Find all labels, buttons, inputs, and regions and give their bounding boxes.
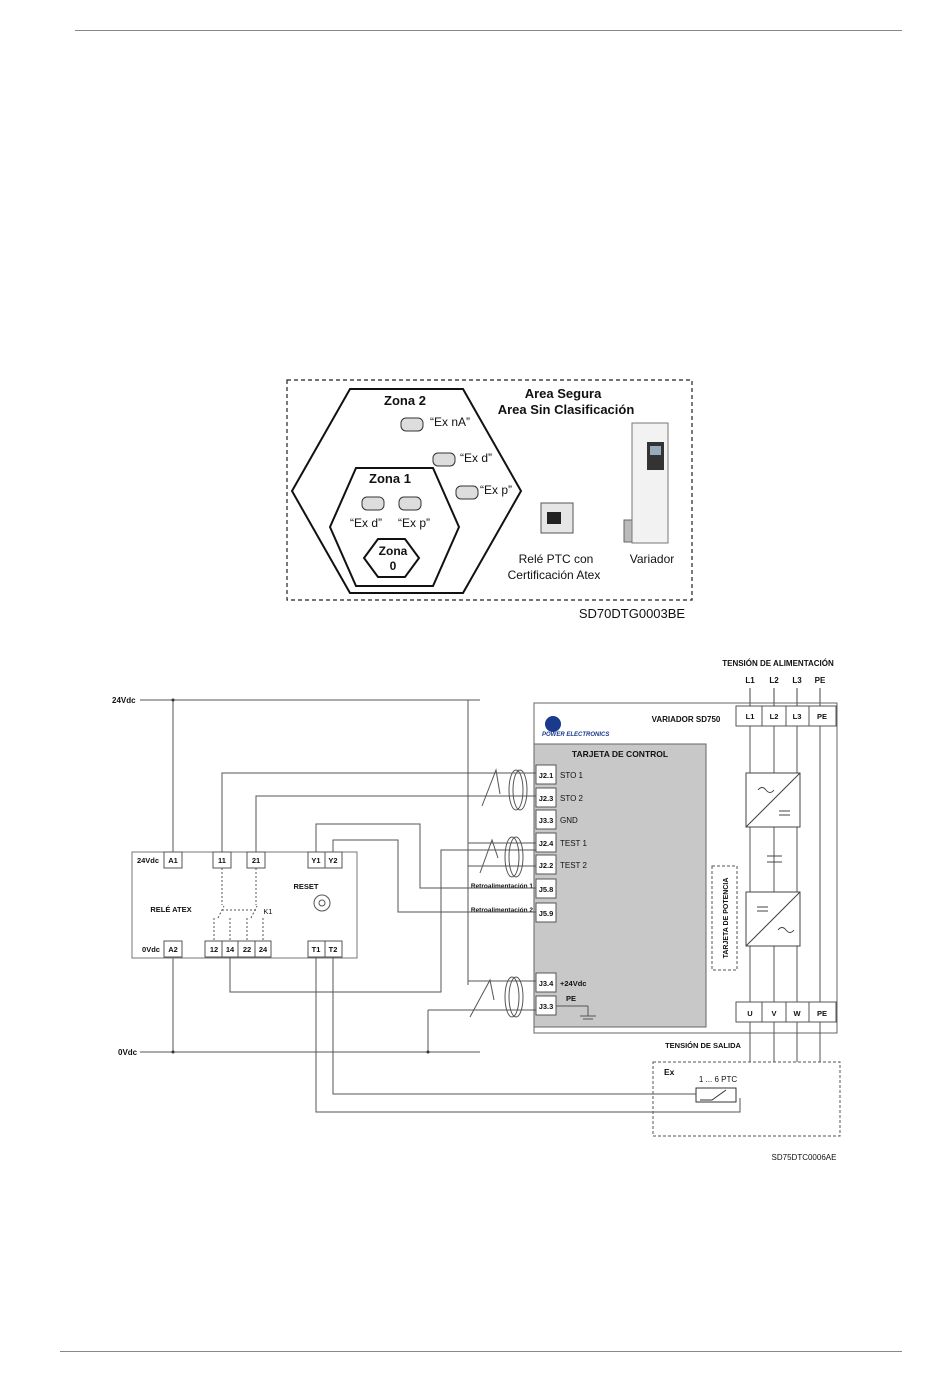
relay-terminal-t1: T1	[312, 945, 321, 954]
relay-terminal-21: 21	[252, 856, 260, 865]
ex-motor-box	[652, 1061, 841, 1137]
relay-k1-label: K1	[263, 907, 272, 916]
zone2-hexagon	[290, 388, 523, 594]
output-terminal-u: U	[747, 1009, 752, 1018]
supply-title: TENSIÓN DE ALIMENTACIÓN	[722, 659, 834, 668]
relay-terminal-a1: A1	[168, 856, 178, 865]
terminal-j3-3-pe: J3.3	[539, 1002, 554, 1011]
zones-figure: Area Segura Area Sin Clasificación Zona …	[286, 379, 693, 621]
output-terminal-v: V	[771, 1009, 776, 1018]
shield-ring-test	[504, 836, 520, 878]
zone2-label: Zona 2	[384, 393, 426, 408]
ptc-relay-icon	[540, 502, 574, 534]
control-card-title: TARJETA DE CONTROL	[572, 749, 668, 759]
terminal-label-gnd: GND	[560, 816, 578, 825]
drive-input-l3: L3	[793, 712, 802, 721]
terminal-j5-8: J5.8	[539, 885, 554, 894]
drive-icon	[623, 422, 669, 544]
zone1-label: Zona 1	[369, 471, 411, 486]
page-footer-rule	[60, 1351, 902, 1352]
drive-input-l1: L1	[746, 712, 755, 721]
terminal-j5-9: J5.9	[539, 909, 554, 918]
output-title: TENSIÓN DE SALIDA	[665, 1041, 741, 1050]
supply-terminal-pe: PE	[815, 676, 826, 685]
terminal-label-sto2: STO 2	[560, 794, 584, 803]
drive-input-l2: L2	[770, 712, 779, 721]
ptc-sensor-icon	[695, 1087, 737, 1103]
supply-terminal-l2: L2	[769, 676, 779, 685]
safe-area-title: Area Segura	[525, 386, 602, 401]
output-terminal-pe: PE	[817, 1009, 827, 1018]
wiring-figure-code: SD75DTC0006AE	[772, 1153, 837, 1162]
power-section: L1 L2 L3 PE TARJETA DE POTENCIA	[711, 705, 837, 1062]
zones-figure-code: SD70DTG0003BE	[579, 606, 686, 621]
terminal-label-sto1: STO 1	[560, 771, 584, 780]
zone0-hexagon	[362, 538, 421, 578]
relay-terminal-y2: Y2	[328, 856, 337, 865]
relay-supply-0v: 0Vdc	[142, 945, 160, 954]
relay-terminal-y1: Y1	[311, 856, 320, 865]
terminal-j3-4: J3.4	[539, 979, 554, 988]
zone0-label-line1: Zona	[379, 544, 408, 558]
ex-label: Ex	[664, 1067, 675, 1077]
page-header-rule	[75, 30, 902, 31]
atex-relay-box	[131, 851, 358, 959]
shield-ring-supply	[504, 976, 520, 1018]
zone1-hexagon	[328, 467, 461, 587]
reset-button-icon	[313, 894, 331, 912]
supply-terminal-l3: L3	[792, 676, 802, 685]
rail-0v-label: 0Vdc	[118, 1048, 138, 1057]
control-card	[533, 743, 707, 1028]
motor-ex-p-zone1-label: “Ex p”	[398, 516, 430, 530]
terminal-label-test2: TEST 2	[560, 861, 588, 870]
supply-terminal-l1: L1	[745, 676, 755, 685]
drive-input-pe: PE	[817, 712, 827, 721]
terminal-j2-4: J2.4	[539, 839, 554, 848]
feedback-1-label: Retroalimentación 1	[471, 883, 534, 890]
drive-label: Variador	[630, 552, 674, 566]
terminal-j2-3: J2.3	[539, 794, 554, 803]
safe-area-frame	[286, 379, 693, 601]
terminal-j3-3: J3.3	[539, 816, 554, 825]
relay-terminal-22: 22	[243, 945, 251, 954]
wiring-figure: TENSIÓN DE ALIMENTACIÓN L1 L2 L3 PE 24Vd…	[112, 659, 841, 1162]
drive-title: VARIADOR SD750	[652, 715, 721, 724]
control-terminal-block	[535, 764, 557, 1016]
output-terminal-w: W	[793, 1009, 801, 1018]
power-card-box	[711, 865, 738, 971]
ptc-relay-label-line2: Certificación Atex	[508, 568, 601, 582]
relay-title: RELÉ ATEX	[150, 905, 191, 914]
ptc-relay-label-line1: Relé PTC con	[519, 552, 594, 566]
terminal-label-test1: TEST 1	[560, 839, 588, 848]
relay-supply-24v: 24Vdc	[137, 856, 159, 865]
safe-area-subtitle: Area Sin Clasificación	[498, 402, 635, 417]
motor-icon	[361, 417, 479, 511]
relay-terminal-24: 24	[259, 945, 268, 954]
terminal-j2-1: J2.1	[539, 771, 554, 780]
motor-ex-d-zone2-label: “Ex d”	[460, 451, 492, 465]
relay-terminal-a2: A2	[168, 945, 178, 954]
zone0-label-line2: 0	[390, 559, 397, 573]
ptc-label: 1 ... 6 PTC	[699, 1075, 737, 1084]
relay-reset-label: RESET	[293, 882, 318, 891]
feedback-2-label: Retroalimentación 2	[471, 907, 534, 914]
relay-terminal-11: 11	[218, 856, 226, 865]
power-card-label: TARJETA DE POTENCIA	[723, 878, 730, 959]
relay-terminal-12: 12	[210, 945, 218, 954]
motor-ex-d-zone1-label: “Ex d”	[350, 516, 382, 530]
relay-terminal-t2: T2	[329, 945, 338, 954]
terminal-label-pe: PE	[566, 994, 576, 1003]
motor-ex-p-zone2-label: “Ex p”	[480, 483, 512, 497]
rail-24v-label: 24Vdc	[112, 696, 136, 705]
relay-terminal-14: 14	[226, 945, 235, 954]
brand-logo: POWER ELECTRONICS	[542, 716, 609, 738]
terminal-j2-2: J2.2	[539, 861, 554, 870]
shield-ring-sto	[508, 769, 524, 811]
brand-text: POWER ELECTRONICS	[542, 732, 609, 738]
motor-ex-na-label: “Ex nA”	[430, 415, 470, 429]
terminal-label-24v: +24Vdc	[560, 979, 586, 988]
